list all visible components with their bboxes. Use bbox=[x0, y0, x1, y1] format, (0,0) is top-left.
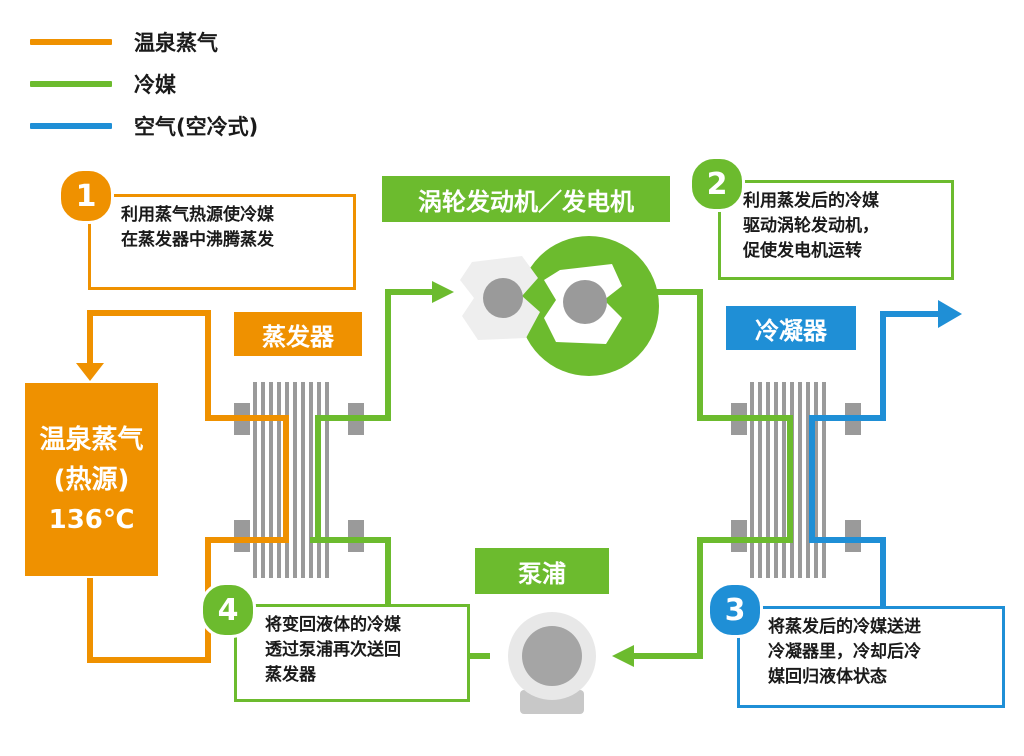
heat-source-name: 温泉蒸气 bbox=[39, 424, 144, 455]
step-3-text-line-1: 将蒸发后的冷媒送进 bbox=[768, 617, 921, 637]
step-3-text-line-3: 媒回归液体状态 bbox=[768, 667, 887, 687]
step-4-text-line-3: 蒸发器 bbox=[265, 665, 316, 685]
steam-flow-lines bbox=[87, 310, 289, 663]
air-flow-lines bbox=[809, 311, 942, 656]
step-1-badge: 1 bbox=[58, 168, 114, 224]
heat-source-role: (热源) bbox=[53, 464, 130, 495]
legend-swatch-refrigerant bbox=[30, 81, 112, 87]
step-3-text-line-2: 冷凝器里，冷却后冷 bbox=[768, 642, 921, 662]
pump bbox=[508, 612, 596, 714]
step-4-text-line-1: 将变回液体的冷媒 bbox=[265, 615, 401, 635]
heat-source-box: 温泉蒸气 (热源) 136℃ bbox=[25, 383, 158, 576]
turbine-label: 涡轮发动机／发电机 bbox=[382, 176, 670, 222]
legend-swatch-steam bbox=[30, 39, 112, 45]
refrigerant-arrow-to-pump bbox=[612, 645, 634, 667]
legend-swatch-air bbox=[30, 123, 112, 129]
step-4-text-line-2: 透过泵浦再次送回 bbox=[265, 640, 401, 660]
step-4-note: 将变回液体的冷媒 透过泵浦再次送回 蒸发器 bbox=[234, 604, 470, 702]
refrigerant-arrow-to-turbine bbox=[432, 281, 454, 303]
step-3-note: 将蒸发后的冷媒送进 冷凝器里，冷却后冷 媒回归液体状态 bbox=[737, 606, 1005, 708]
legend-label-steam: 温泉蒸气 bbox=[134, 31, 218, 55]
legend-label-refrigerant: 冷媒 bbox=[134, 73, 176, 97]
evaporator-exchanger bbox=[234, 382, 364, 578]
evaporator-label: 蒸发器 bbox=[234, 312, 362, 356]
pump-label: 泵浦 bbox=[475, 548, 609, 594]
legend-item-air: 空气(空冷式) bbox=[30, 112, 258, 140]
air-arrow-out bbox=[938, 300, 962, 328]
step-2-text-line-3: 促使发电机运转 bbox=[743, 241, 862, 261]
step-1-text-line-2: 在蒸发器中沸腾蒸发 bbox=[121, 230, 274, 250]
step-2-text-line-2: 驱动涡轮发动机， bbox=[743, 216, 879, 236]
legend-label-air: 空气(空冷式) bbox=[134, 115, 259, 139]
step-1-note: 利用蒸气热源使冷媒 在蒸发器中沸腾蒸发 bbox=[88, 194, 356, 290]
condenser-exchanger bbox=[731, 382, 861, 578]
legend-item-steam: 温泉蒸气 bbox=[30, 28, 218, 56]
heat-source-temperature: 136℃ bbox=[48, 504, 135, 535]
step-4-badge: 4 bbox=[200, 582, 256, 638]
step-2-note: 利用蒸发后的冷媒 驱动涡轮发动机， 促使发电机运转 bbox=[718, 180, 954, 280]
step-1-text-line-1: 利用蒸气热源使冷媒 bbox=[121, 205, 274, 225]
legend-item-refrigerant: 冷媒 bbox=[30, 70, 176, 98]
steam-arrow-down bbox=[76, 363, 104, 381]
step-2-text-line-1: 利用蒸发后的冷媒 bbox=[743, 191, 879, 211]
step-3-badge: 3 bbox=[707, 582, 763, 638]
step-2-badge: 2 bbox=[689, 156, 745, 212]
turbine-generator bbox=[460, 236, 659, 376]
condenser-label: 冷凝器 bbox=[726, 306, 856, 350]
